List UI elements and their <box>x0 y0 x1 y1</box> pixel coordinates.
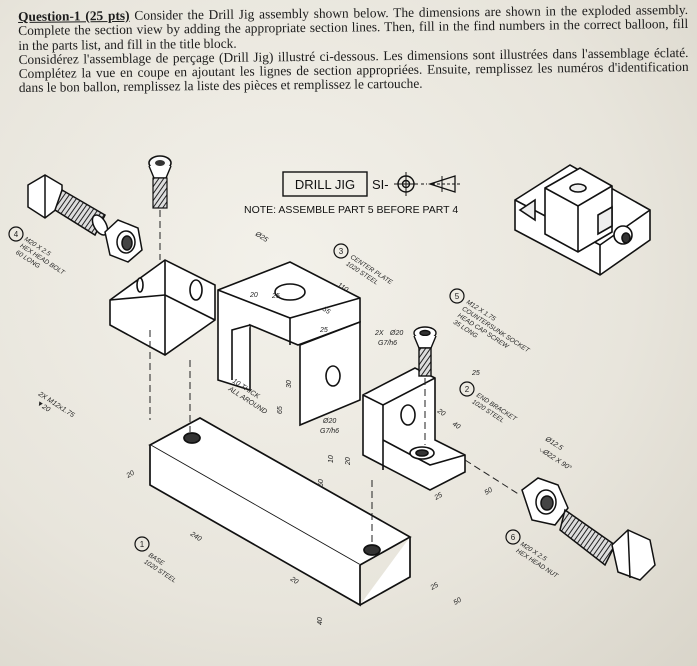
dim-25: 25 <box>271 293 280 300</box>
dim-2x: 2X <box>374 330 384 337</box>
balloon-4-number: 4 <box>14 230 19 239</box>
end-bracket-right <box>362 367 466 491</box>
balloon-1-number: 1 <box>140 540 145 549</box>
projection-label: SI- <box>372 177 389 192</box>
dim-10: 10 <box>328 455 335 463</box>
balloon-6-number: 6 <box>511 533 516 542</box>
dim-20e: 20 <box>435 407 446 418</box>
dim-20: 20 <box>249 292 258 299</box>
balloon-3-number: 3 <box>339 247 344 256</box>
dim-20d: 20 <box>288 575 299 586</box>
dim-25d: 25 <box>471 370 480 377</box>
dim-20b: 20 <box>345 457 352 466</box>
dim-40: 40 <box>317 617 324 625</box>
assembly-note: NOTE: ASSEMBLE PART 5 BEFORE PART 4 <box>244 204 458 216</box>
assembled-iso-view <box>514 164 651 276</box>
hex-head-bolt-right <box>559 508 656 581</box>
center-plate <box>217 261 361 427</box>
hex-nut-left <box>104 219 143 263</box>
drawing-title: DRILL JIG <box>295 177 355 192</box>
dim-fit2-tol: G7/h6 <box>320 428 339 435</box>
dim-fit1-tol: G7/h6 <box>378 340 397 347</box>
balloon-6: 6 M20 X 2.5 HEX HEAD NUT <box>505 529 560 580</box>
hex-head-bolt <box>27 174 109 237</box>
dim-30: 30 <box>286 380 293 388</box>
dim-50b: 50 <box>484 487 494 497</box>
title-frame <box>282 171 368 197</box>
drawing-title-block: DRILL JIG SI- NOTE: ASSEMBLE PART 5 BEFO… <box>244 171 460 216</box>
cap-screw-top-view <box>148 155 172 209</box>
dim-25b: 25 <box>319 327 328 334</box>
dim-top-diameter: Ø25 <box>253 230 269 244</box>
assembly-center-lines <box>149 210 521 545</box>
dim-55: 55 <box>321 306 331 316</box>
end-bracket-left <box>109 259 216 356</box>
balloon-1: 1 BASE 1020 STEEL <box>134 536 178 585</box>
balloon-5: 5 M12 X 1.75 COUNTERSUNK SOCKET HEAD CAP… <box>449 288 531 355</box>
dim-240: 240 <box>188 530 203 543</box>
base-plate <box>148 417 412 607</box>
dim-25e: 25 <box>433 492 444 503</box>
balloon-4: 4 M20 X 2.5 HEX HEAD BOLT 60 LONG <box>8 226 66 277</box>
dim-20c: 20 <box>125 470 136 481</box>
balloon-5-number: 5 <box>455 292 460 301</box>
balloon-2: 2 END BRACKET 1020 STEEL <box>459 381 518 425</box>
dim-60: 60 <box>318 479 325 487</box>
dim-25c: 25 <box>429 582 440 593</box>
dim-65: 65 <box>277 406 284 414</box>
dim-csk-angle: ⌵Ø22 X 90° <box>537 445 573 472</box>
projection-symbol-icon <box>394 172 460 196</box>
cap-screw-5 <box>413 326 437 377</box>
dim-50: 50 <box>453 597 463 607</box>
dim-40b: 40 <box>451 421 461 431</box>
dim-fit2: Ø20 <box>322 418 336 425</box>
hex-nut-right <box>521 477 569 526</box>
balloon-2-number: 2 <box>465 385 470 394</box>
dim-fit1: Ø20 <box>389 330 403 337</box>
